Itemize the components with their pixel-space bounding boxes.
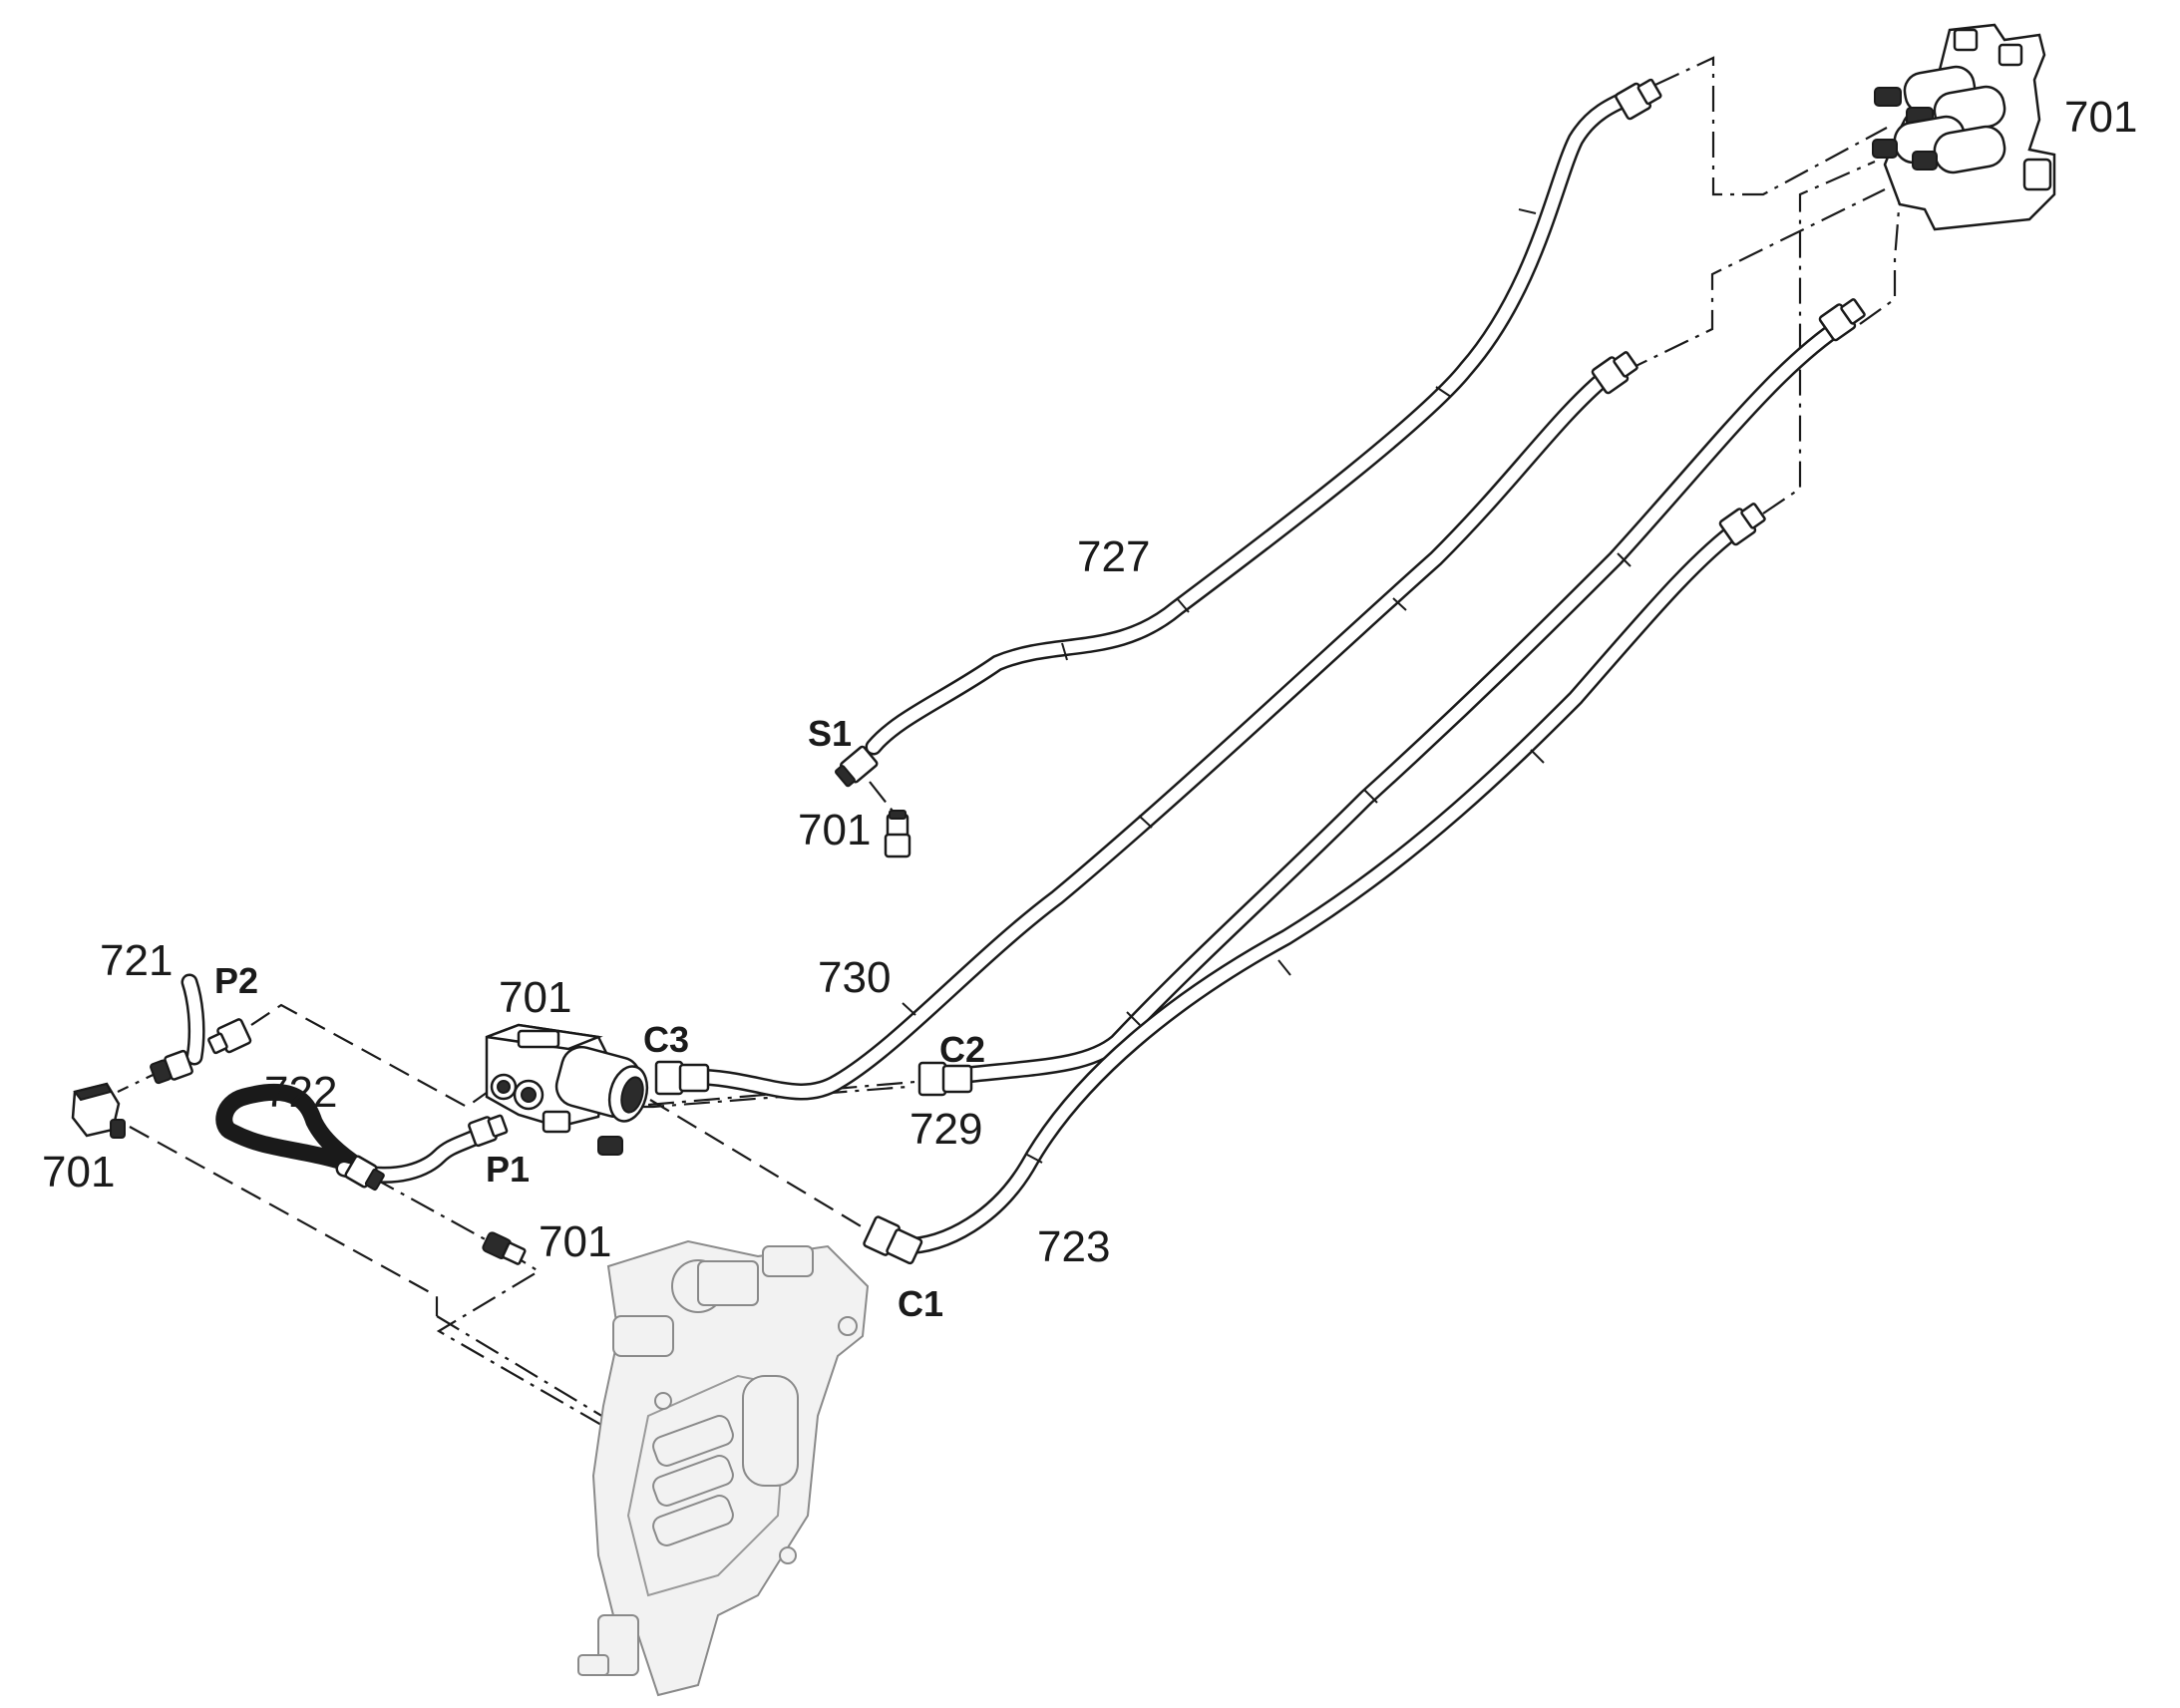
port-label-c2: C2: [939, 1029, 985, 1070]
leader-722-fitting: [370, 1176, 490, 1242]
hose-fittings: [654, 78, 1866, 1265]
port-label-c1: C1: [898, 1283, 943, 1324]
callout-701-bottom: 701: [539, 1217, 611, 1266]
port-label-s1: S1: [808, 713, 852, 754]
hoses: [684, 86, 1852, 1255]
leader-lines: [117, 56, 1905, 1437]
callouts: 701 727 730 729 723 701 701 721 722 701 …: [42, 93, 2137, 1271]
hose-fitting-icon: [1591, 351, 1638, 395]
leader-fitting-manifold-2: [436, 1315, 619, 1427]
callout-730: 730: [818, 953, 891, 1002]
leader-fitting-manifold-3: [436, 1248, 621, 1437]
hose-723: [894, 517, 1749, 1255]
hose-fitting-s1: [835, 745, 879, 788]
callout-729: 729: [909, 1105, 982, 1154]
leader-729-block: [1859, 159, 1905, 325]
hose-fitting-icon: [1615, 78, 1662, 121]
callout-727: 727: [1077, 532, 1150, 581]
elbow-fitting-s1: [884, 810, 911, 858]
tube-721: [150, 973, 252, 1085]
callout-722: 722: [264, 1068, 337, 1117]
hose-fitting-bottom: [482, 1231, 527, 1265]
hose-fitting-icon: [344, 1155, 385, 1192]
leader-p2-valve: [250, 1003, 492, 1109]
leader-730-block: [1623, 188, 1886, 373]
hose-fitting-p1: [468, 1114, 509, 1148]
hose-730: [684, 368, 1615, 1101]
tube-722: [215, 1083, 509, 1192]
leader-s1: [869, 781, 904, 825]
hose-fitting-c1: [863, 1215, 923, 1265]
solenoid-valve-icon: [485, 1023, 649, 1156]
callout-723: 723: [1037, 1222, 1110, 1271]
port-label-c3: C3: [643, 1019, 689, 1060]
callout-721: 721: [100, 936, 173, 985]
leader-727-block: [1654, 56, 1888, 196]
valve-manifold-plate-icon: [577, 1239, 870, 1697]
hose-729: [948, 315, 1852, 1085]
port-labels: S1 P2 P1 C3 C2 C1: [214, 713, 985, 1324]
leader-c1-valve: [649, 1099, 879, 1237]
callout-701-valve: 701: [499, 973, 571, 1022]
hose-fitting-c3: [654, 1060, 710, 1096]
solenoid-coil-4: [1912, 125, 2006, 174]
leader-723-block: [1762, 160, 1876, 514]
hose-fitting-c2: [917, 1061, 973, 1097]
hose-fitting-left: [71, 1082, 126, 1139]
hose-fitting-icon: [1718, 503, 1766, 546]
port-label-p2: P2: [214, 960, 258, 1001]
hose-fitting-icon: [150, 1049, 193, 1085]
hose-fitting-p2: [207, 1018, 252, 1055]
port-label-p1: P1: [486, 1149, 530, 1190]
solenoid-coil: [554, 1045, 649, 1123]
callout-701-valve-block: 701: [2064, 93, 2137, 142]
hose-fitting-icon: [1818, 298, 1866, 342]
leader-fitting-manifold: [129, 1126, 439, 1316]
solenoid-valve-block-icon: [1872, 23, 2056, 231]
callout-701-left: 701: [42, 1148, 115, 1196]
hose-727: [865, 86, 1644, 756]
callout-701-elbow: 701: [798, 806, 871, 854]
